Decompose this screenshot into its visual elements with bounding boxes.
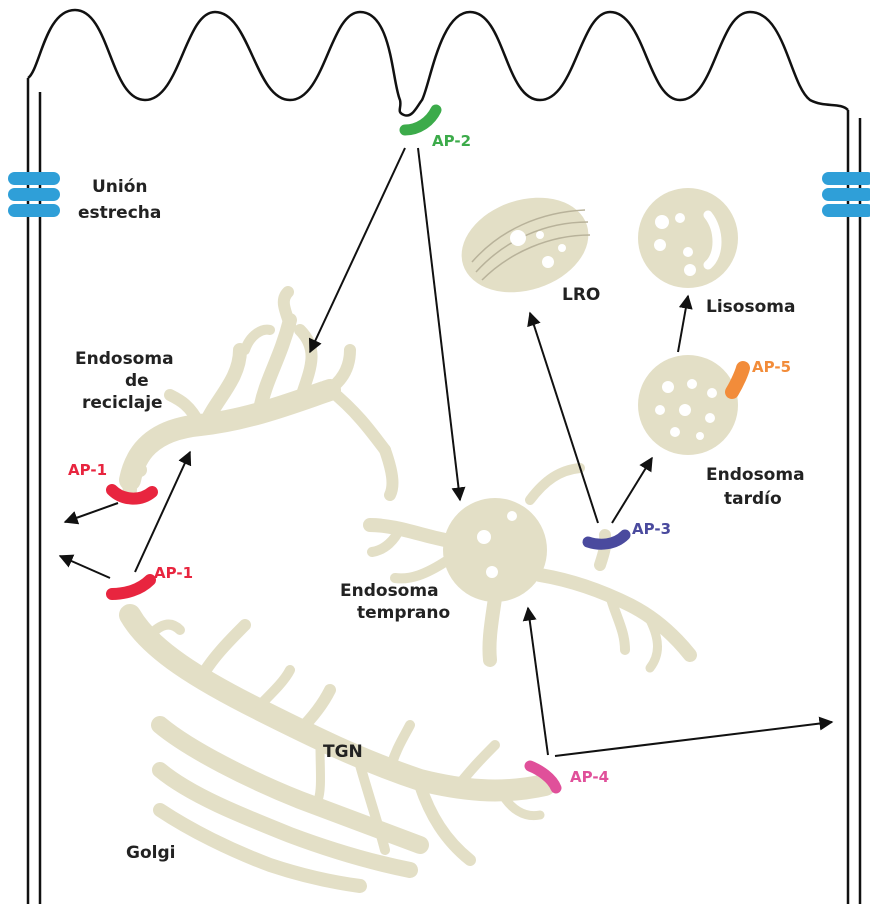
arrow-ap4-to-early [528, 608, 548, 755]
label-golgi: Golgi [126, 843, 175, 863]
recycling-endosome-shape [129, 292, 392, 495]
label-recycling-endosome-1: Endosoma [75, 349, 174, 369]
label-early-endosome-1: Endosoma [340, 581, 439, 601]
label-ap5: AP-5 [752, 358, 791, 376]
label-ap4: AP-4 [570, 768, 609, 786]
label-late-endosome-2: tardío [724, 489, 782, 509]
lysosome-shape [638, 188, 738, 288]
golgi-shape [160, 725, 420, 886]
label-tight-junction-1: Unión [92, 177, 148, 197]
label-lro: LRO [562, 285, 600, 305]
label-early-endosome-2: temprano [357, 603, 450, 623]
arrow-ap1-top-out [65, 503, 118, 522]
label-lysosome: Lisosoma [706, 297, 795, 317]
ap1-bottom-complex [112, 580, 150, 594]
arrow-ap4-out [555, 722, 832, 756]
apical-membrane [28, 10, 848, 116]
label-ap2: AP-2 [432, 132, 471, 150]
arrow-late-to-lysosome [678, 296, 688, 352]
ap2-complex [405, 110, 436, 130]
arrow-ap2-to-recycling [310, 148, 405, 352]
label-ap1-top: AP-1 [68, 461, 107, 479]
tight-junction-left [8, 172, 60, 217]
tight-junction-right [822, 172, 870, 217]
ap5-complex [732, 368, 743, 392]
label-tgn: TGN [323, 742, 363, 762]
late-endosome-shape [638, 355, 738, 455]
label-late-endosome-1: Endosoma [706, 465, 805, 485]
label-tight-junction-2: estrecha [78, 203, 161, 223]
label-ap3: AP-3 [632, 520, 671, 538]
early-endosome-shape [370, 468, 690, 668]
label-recycling-endosome-3: reciclaje [82, 393, 163, 413]
arrow-ap1-bottom-out [60, 556, 110, 578]
arrow-ap3-to-late [612, 458, 652, 523]
label-recycling-endosome-2: de [125, 371, 149, 391]
arrow-ap2-to-early [418, 148, 460, 500]
label-ap1-bottom: AP-1 [154, 564, 193, 582]
